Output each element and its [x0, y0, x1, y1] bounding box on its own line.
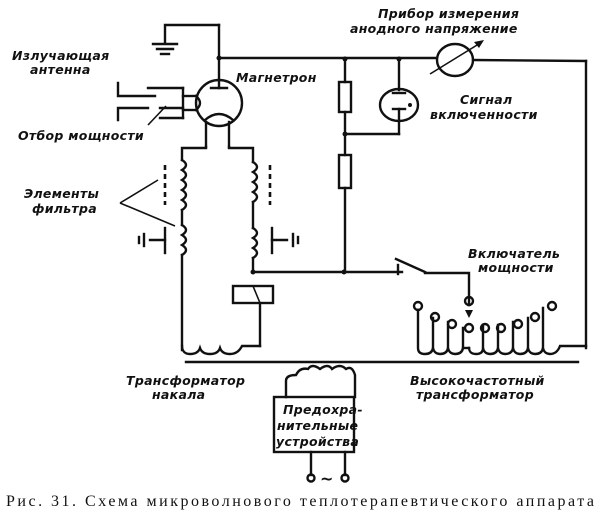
filter-left: [137, 145, 208, 352]
primary-winding-and-fuse: [272, 364, 357, 483]
hf-transformer: [412, 295, 588, 356]
figure-caption: Рис. 31. Схема микроволнового теплотерап…: [6, 493, 594, 510]
label-meter: Прибор измерения: [378, 6, 519, 21]
label-fuse-3: устройства: [276, 434, 359, 449]
ground-symbol: [151, 23, 221, 56]
label-hf-transformer-2: трансформатор: [416, 387, 534, 402]
label-power-tap: Отбор мощности: [18, 128, 144, 143]
label-meter-2: анодного напряжение: [350, 21, 518, 36]
antenna-coupler: [116, 81, 185, 126]
signal-lamp: [343, 57, 420, 136]
label-antenna: Излучающая: [12, 48, 109, 63]
label-heater-transformer: Трансформатор: [126, 373, 245, 388]
ac-source-symbol: ~: [320, 469, 334, 488]
magnetron-symbol: [181, 78, 244, 149]
label-switch: Включатель: [468, 246, 560, 261]
label-fuse: Предохра-: [283, 402, 363, 417]
label-magnetron: Магнетрон: [236, 70, 317, 85]
relay-and-heater-transformer: [180, 284, 580, 364]
label-hf-transformer: Высокочастотный: [410, 373, 545, 388]
label-heater-transformer-2: накала: [152, 387, 205, 402]
label-filter: Элементы: [24, 186, 99, 201]
label-signal-2: включенности: [430, 107, 538, 122]
filter-right: [227, 145, 404, 275]
anode-voltage-meter: [429, 40, 484, 78]
label-filter-2: фильтра: [32, 201, 97, 216]
label-switch-2: мощности: [478, 260, 554, 275]
label-fuse-2: нительные: [277, 418, 358, 433]
filter-pointer: [119, 179, 176, 227]
label-antenna-2: антенна: [30, 62, 91, 77]
voltage-divider: [337, 57, 353, 275]
label-signal: Сигнал: [460, 92, 513, 107]
power-switch: [394, 257, 473, 318]
